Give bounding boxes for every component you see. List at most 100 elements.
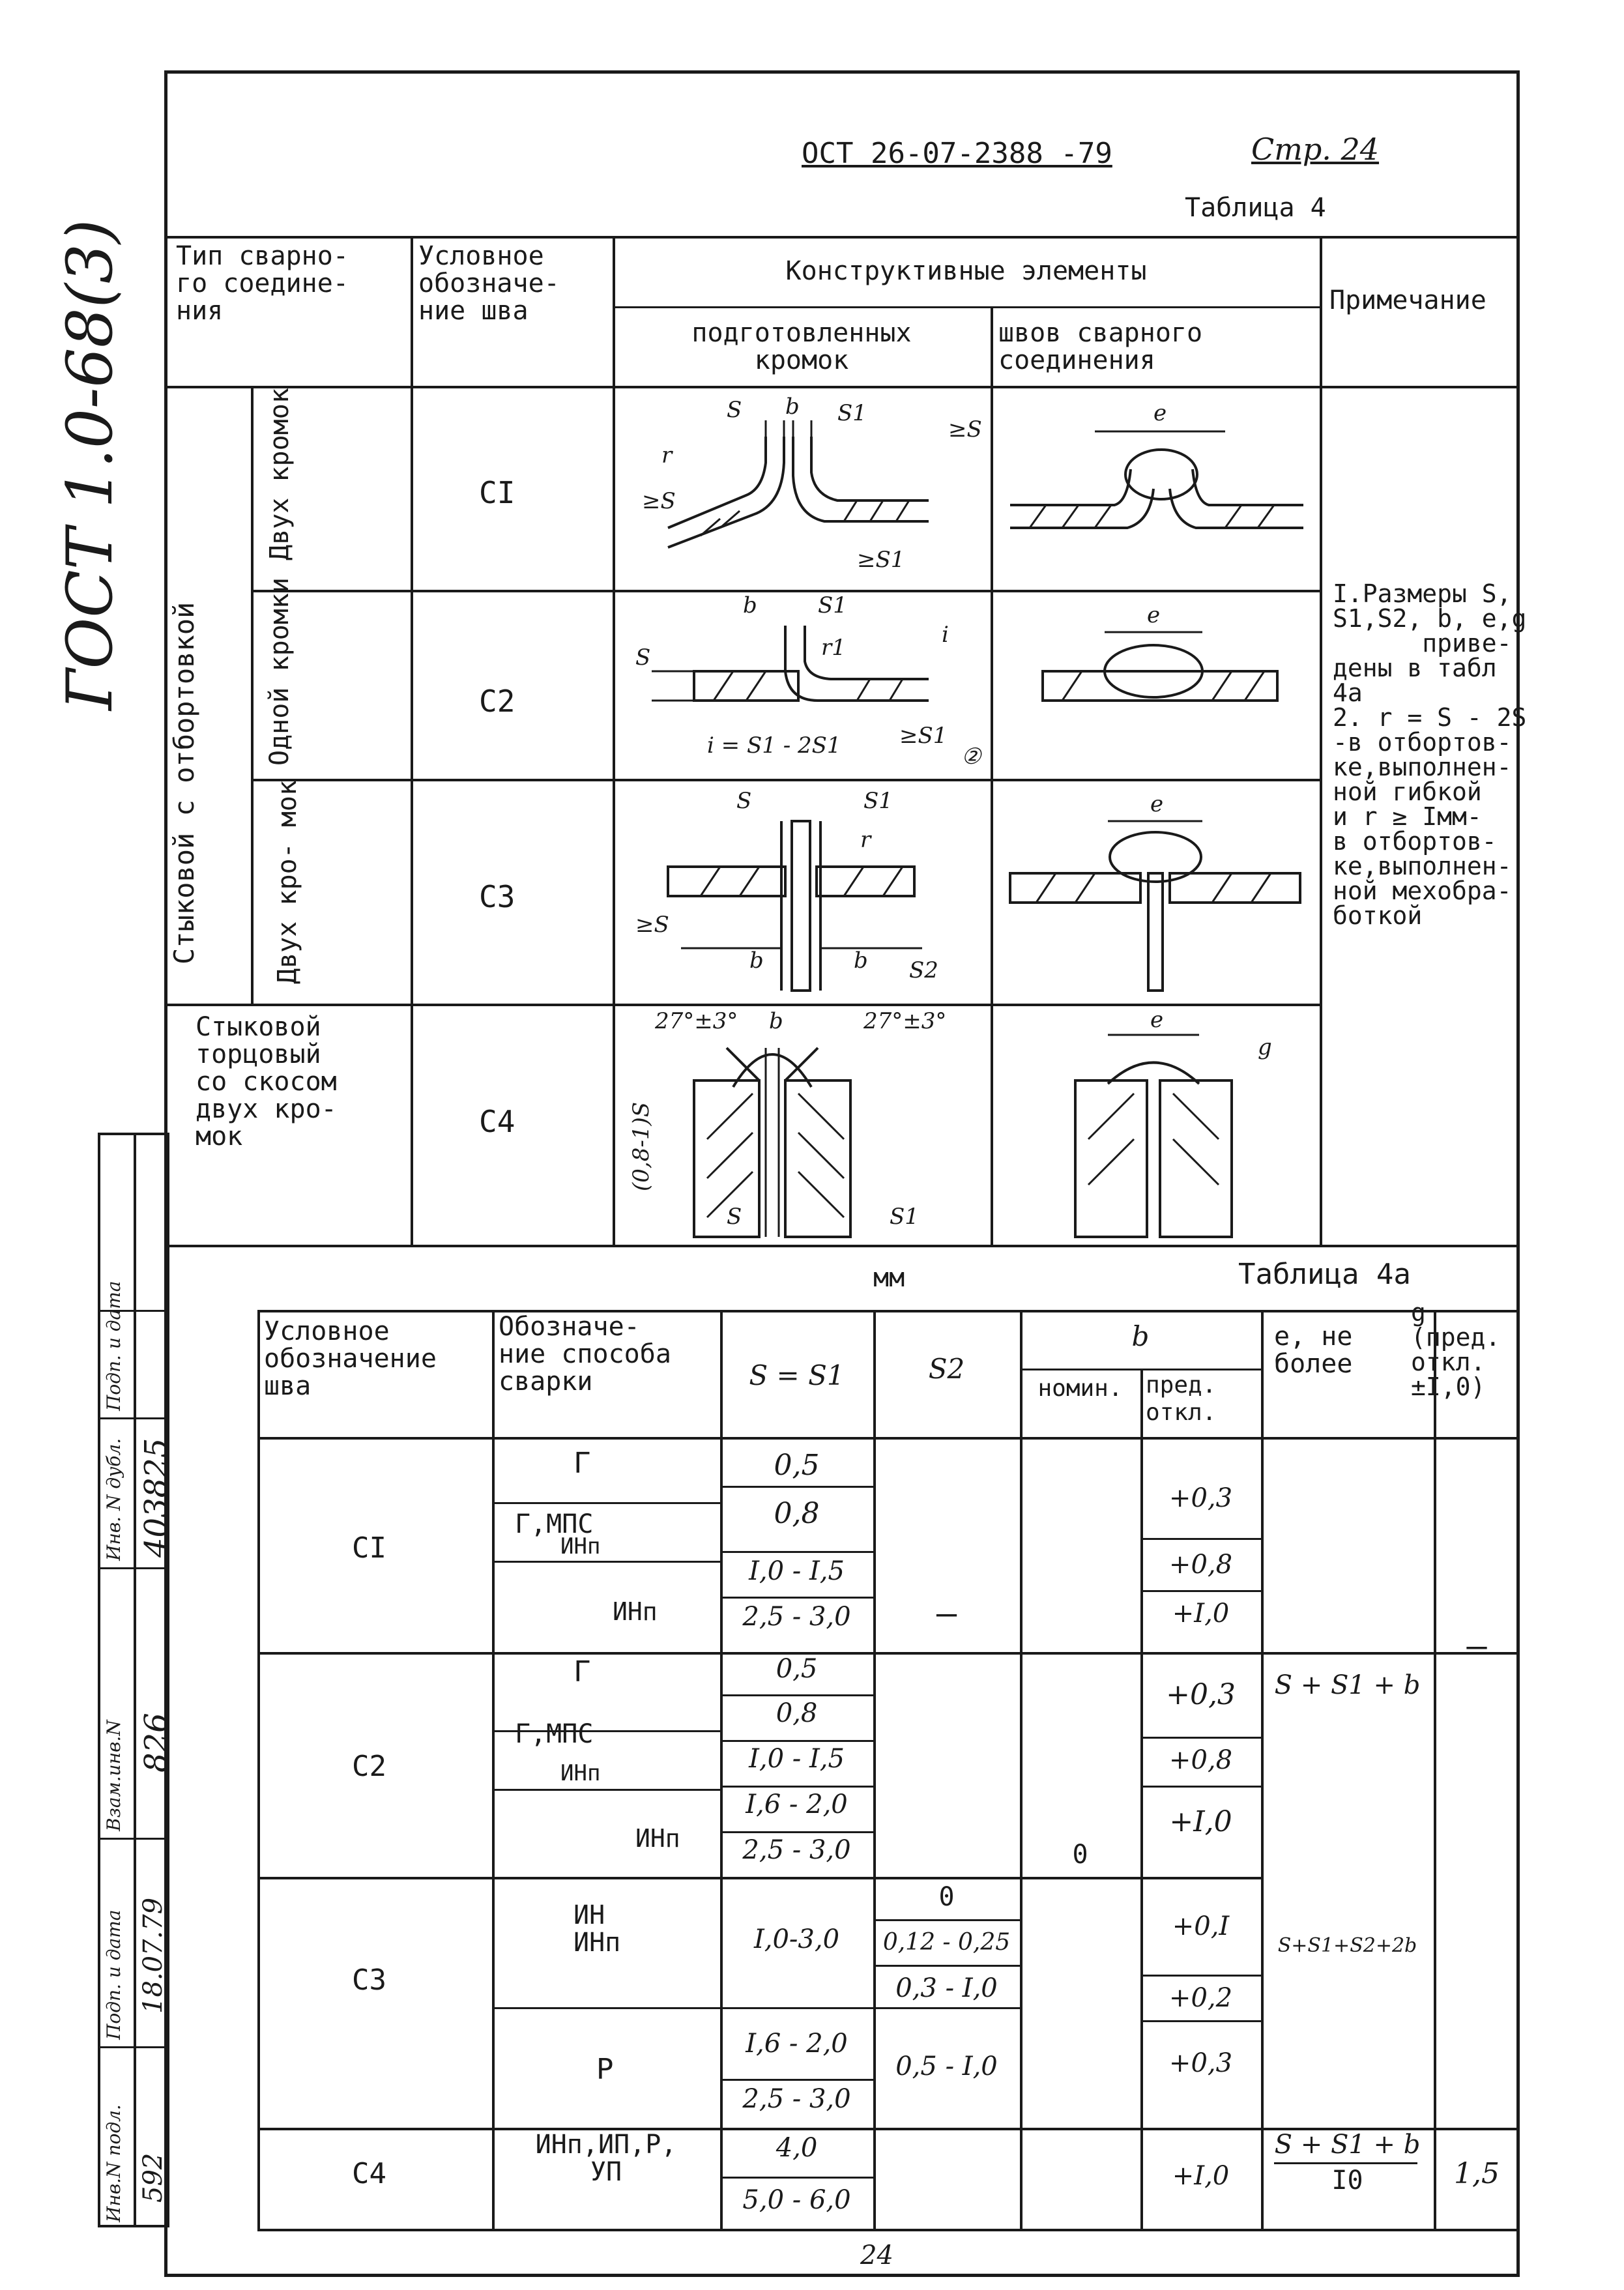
t4a-c1-s-4: 2,5 - 3,0 (742, 1602, 851, 1632)
t4a-c2-tol-3: +I,0 (1169, 1805, 1232, 1838)
stamp-header-replace-inv: Взам.инв.N (103, 1720, 124, 1831)
page-frame (164, 70, 1520, 2277)
doc-code: ОСТ 26-07-2388 -79 (802, 137, 1112, 170)
label-circled-2: ② (961, 744, 982, 770)
t4a-header-e: e, не более (1274, 1322, 1353, 1379)
page-number: 24 (860, 2240, 893, 2270)
sketch-c2-prepared: b S1 S r1 i i = S1 - 2S1 ≥S1 ② (635, 593, 982, 770)
t4a-code-c3: С3 (352, 1964, 386, 1997)
t4-header-elements: Конструктивные элементы (785, 256, 1147, 286)
t4a-c4-tol: +I,0 (1172, 2161, 1230, 2191)
t4-subtype-c1: Двух кромок (265, 388, 295, 560)
t4a-c3-tol-1: +0,I (1172, 1911, 1230, 1941)
t4-note: I.Размеры S, S1,S2, b, e,g приве- дены в… (1333, 579, 1527, 930)
label-s2: S2 (909, 957, 938, 983)
label-min-s: ≥S (642, 488, 676, 514)
t4a-c3-s-1: I,0-3,0 (753, 1924, 840, 1954)
sketch-c2-seam: e (1041, 602, 1279, 702)
table-4-title: Таблица 4 (1185, 193, 1326, 223)
t4a-c2-method-1: Г (573, 1655, 591, 1689)
label-s: S (727, 1204, 742, 1230)
t4a-b-nom-value: 0 (1072, 1840, 1088, 1870)
t4a-c3-s2-1: 0 (938, 1882, 955, 1912)
stamp-header-signature-1: Подп. и дата (103, 1909, 124, 2040)
t4a-c1-s-1: 0,5 (774, 1449, 820, 1482)
page-label: Стр. 24 (1251, 132, 1380, 167)
label-formula: i = S1 - 2S1 (707, 732, 841, 759)
t4a-c3-s-3: 2,5 - 3,0 (742, 2084, 851, 2114)
label-b: b (785, 394, 800, 420)
t4a-header-s2: S2 (928, 1353, 965, 1385)
label-b-2: b (854, 948, 868, 974)
label-s: S (635, 645, 650, 671)
label-min-s-2: ≥S (948, 416, 982, 442)
label-r: r (661, 442, 673, 469)
t4a-c2-s-3: I,0 - I,5 (749, 1744, 845, 1774)
stamp-header-inv-original: Инв.N подл. (103, 2104, 124, 2222)
t4a-c2-tol-1: +0,3 (1166, 1678, 1236, 1711)
label-s1: S1 (818, 593, 847, 618)
t4a-c4-e-num: S + S1 + b (1274, 2130, 1421, 2160)
t4a-c2-tol-2: +0,8 (1168, 1745, 1233, 1775)
t4a-c12-e: S + S1 + b (1274, 1670, 1421, 1700)
t4a-c3-method-2: Р (596, 2053, 614, 2086)
t4a-header-s: S = S1 (749, 1359, 845, 1391)
gost-mark: ГОСТ 1.0-68(3) (53, 219, 126, 710)
label-e: e (1150, 791, 1163, 817)
sketch-c3-seam: e (1009, 791, 1301, 992)
t4-header-seam: швов сварного соединения (998, 318, 1203, 375)
label-s1: S1 (863, 788, 893, 814)
t4a-header-g: g (пред. откл. ±I,0) (1411, 1298, 1501, 1401)
t4a-unit: мм (873, 1263, 905, 1293)
t4a-c1-s-2: 0,8 (774, 1497, 820, 1530)
label-angle-left: 27°±3° (654, 1009, 738, 1034)
t4a-c3-s2-2: 0,12 - 0,25 (882, 1929, 1011, 1956)
t4a-c2-s-1: 0,5 (776, 1654, 818, 1684)
t4a-c4-e-den: I0 (1331, 2166, 1363, 2196)
label-min-s1: ≥S1 (899, 723, 947, 749)
label-e: e (1153, 400, 1167, 426)
t4a-c3-s2-4: 0,5 - I,0 (895, 2051, 998, 2081)
t4a-c2-method-2: Г,МПС (515, 1719, 594, 1749)
t4a-header-designation: Условное обозначение шва (264, 1316, 437, 1401)
t4a-c4-s-2: 5,0 - 6,0 (742, 2185, 851, 2215)
label-b-1: b (749, 948, 764, 974)
t4a-code-c1: СI (352, 1531, 386, 1565)
stamp-header-inv-duplicate: Инв. N дубл. (103, 1438, 124, 1561)
t4a-c2-method-4: ИНп (635, 1824, 680, 1853)
label-depth: (0,8-1)S (628, 1102, 654, 1191)
t4a-c3-e: S+S1+S2+2b (1277, 1934, 1417, 1957)
t4a-c1-method-2: Г,МПС (515, 1509, 594, 1539)
t4a-c1-tol-1: +0,3 (1168, 1483, 1233, 1513)
label-e: e (1147, 602, 1160, 628)
t4a-c3-s-2: I,6 - 2,0 (746, 2029, 848, 2059)
t4a-c2-s-5: 2,5 - 3,0 (742, 1835, 851, 1865)
t4-subtype-c2: Одной кромки (265, 577, 295, 766)
label-b: b (769, 1009, 783, 1034)
sketch-c1-seam: e (1010, 400, 1303, 529)
t4a-code-c2: С2 (352, 1750, 386, 1783)
sketch-c1-prepared: S b S1 r ≥S ≥S ≥S1 (642, 394, 982, 573)
label-g: g (1258, 1034, 1272, 1060)
t4-code-c2: С2 (479, 684, 515, 719)
t4a-c4-g: 1,5 (1454, 2157, 1500, 2190)
sketch-c4-prepared: 27°±3° b 27°±3° (0,8-1)S S S1 (628, 1009, 946, 1238)
label-s: S (727, 397, 742, 423)
t4a-header-b: b (1131, 1320, 1150, 1352)
label-min-s1: ≥S1 (857, 547, 905, 573)
t4a-c3-tol-3: +0,3 (1168, 2048, 1233, 2078)
t4-group-label: Стыковой с отбортовкой (168, 601, 200, 964)
t4a-c3-s2-3: 0,3 - I,0 (895, 1973, 998, 2003)
t4-code-c3: С3 (479, 879, 515, 914)
label-min-s: ≥S (635, 912, 669, 938)
t4-header-type: Тип сварно- го соедине- ния (176, 241, 349, 326)
t4a-c4-methods: ИНп,ИП,Р, УП (535, 2130, 677, 2187)
t4a-title: Таблица 4а (1238, 1258, 1411, 1291)
label-r: r (860, 827, 872, 853)
stamp-header-signature-2: Подп. и дата (103, 1281, 124, 1411)
t4a-header-b-tol: пред. откл. (1146, 1372, 1217, 1426)
t4a-c12-s2: – (936, 1594, 957, 1633)
t4a-c3-tol-2: +0,2 (1168, 1983, 1233, 2013)
label-r1: r1 (821, 635, 846, 661)
t4a-c1-tol-2: +0,8 (1168, 1550, 1233, 1580)
